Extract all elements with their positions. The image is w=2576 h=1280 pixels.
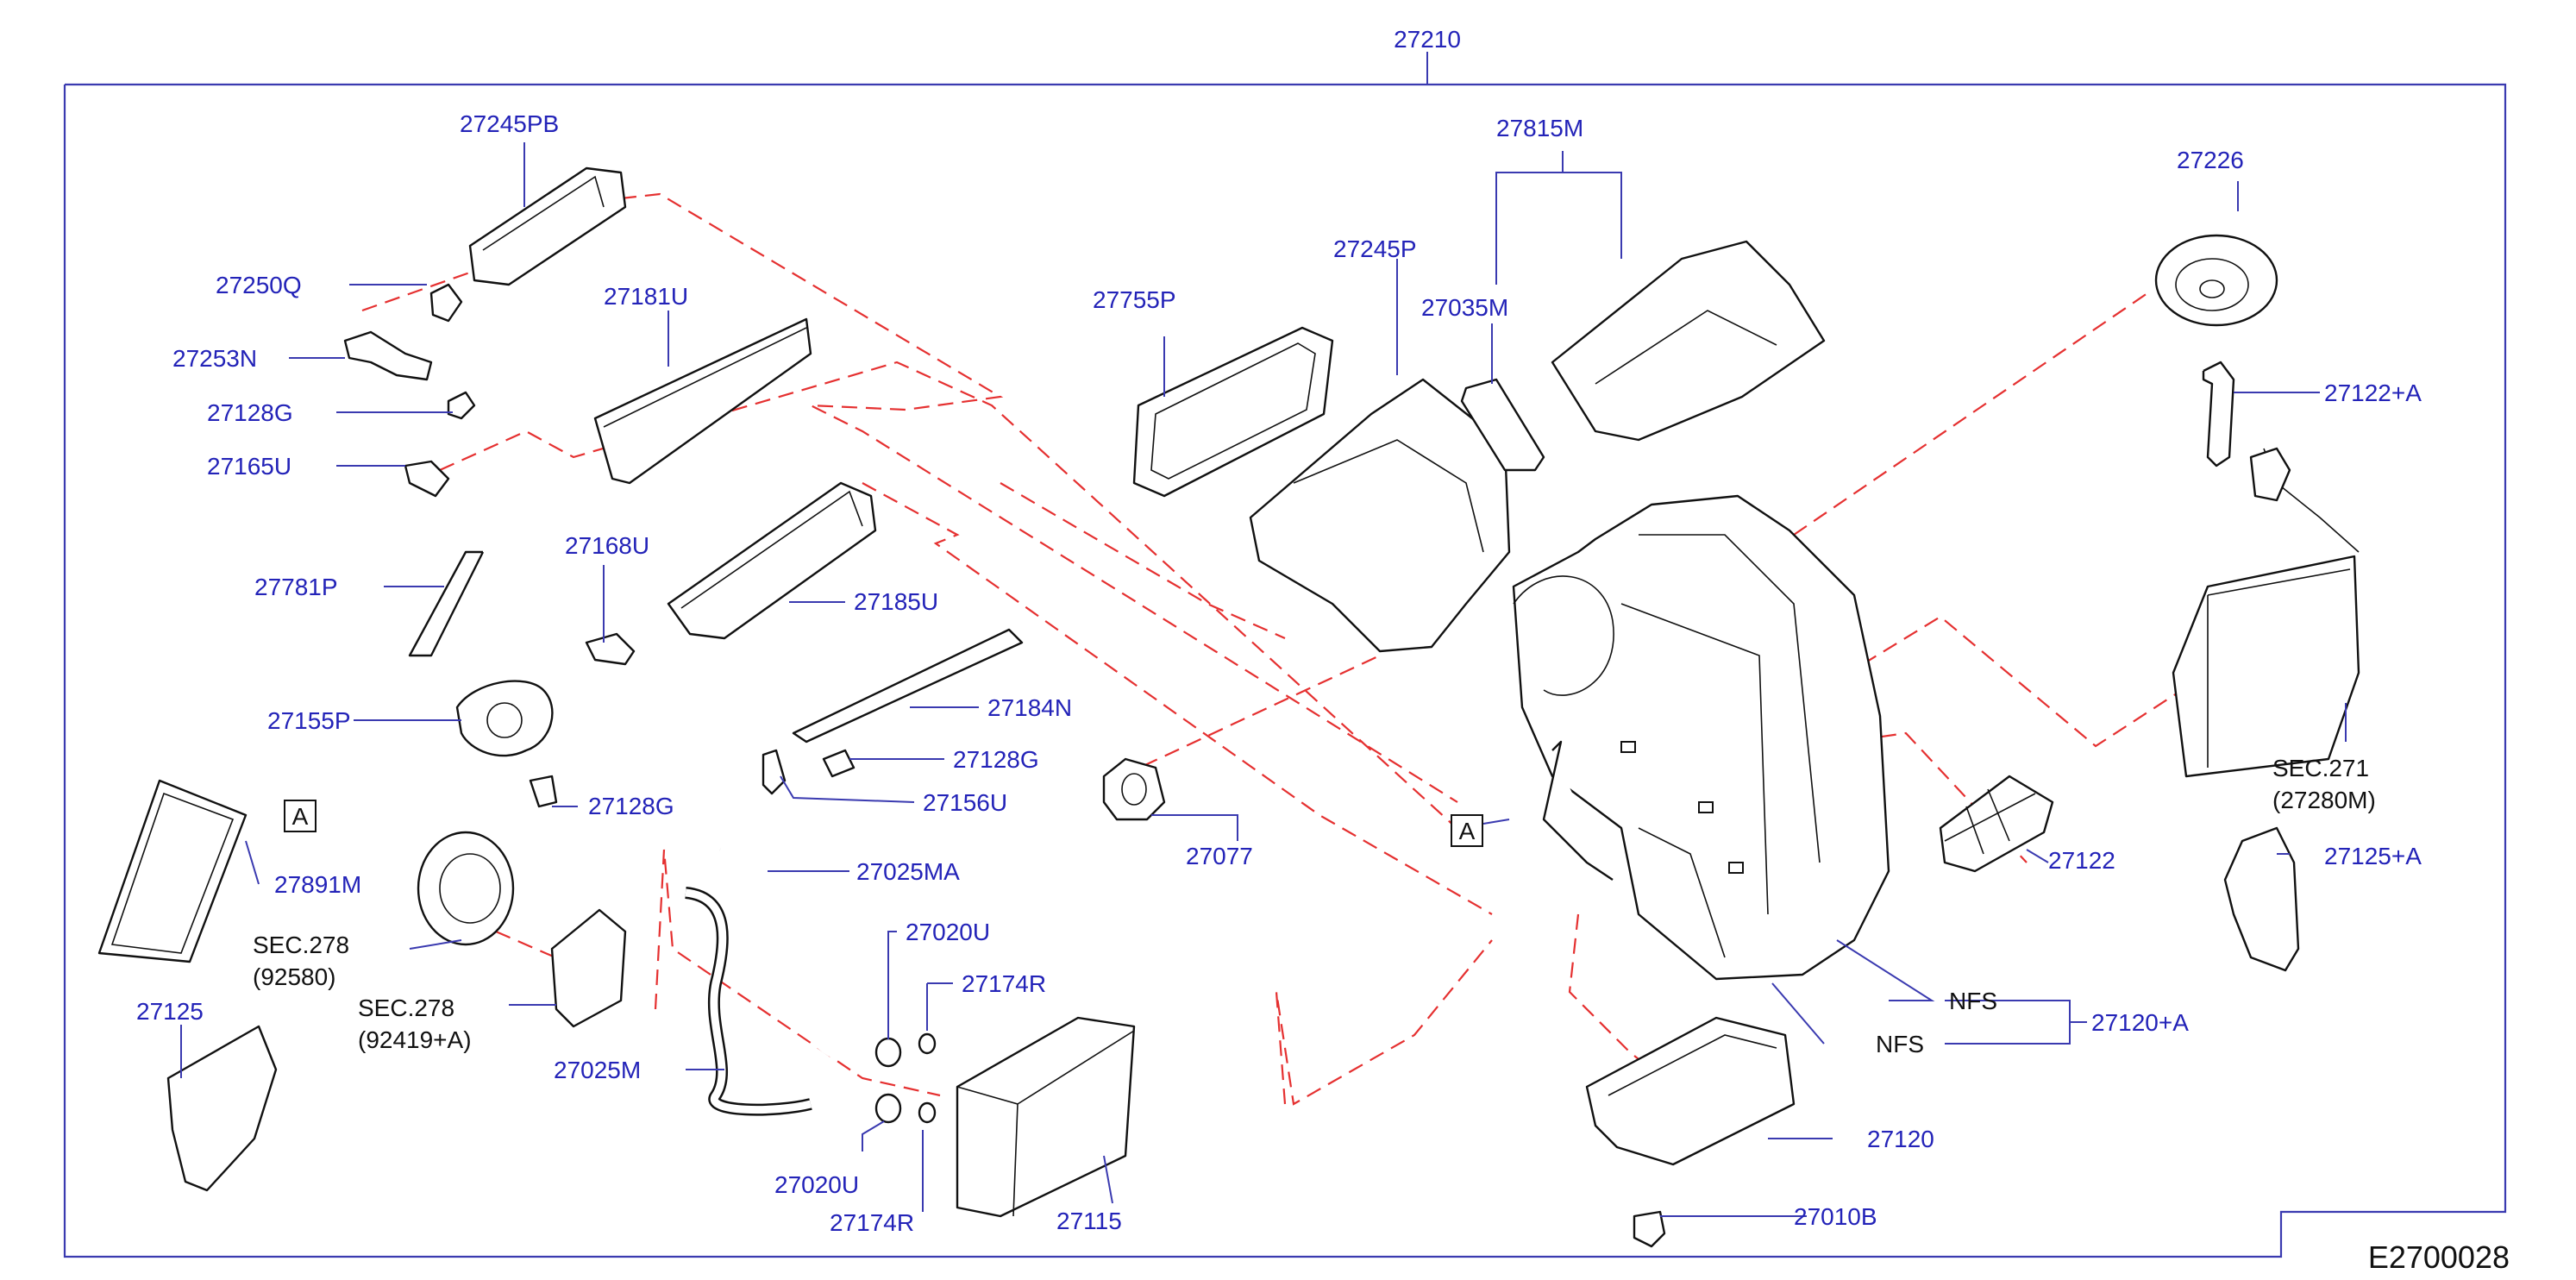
cover-27125a-shape: [2223, 826, 2300, 972]
lower-case-27120-shape: [1585, 1016, 1796, 1166]
hose-27025ma-shape: [719, 845, 863, 1065]
grommet-27077-shape: [1102, 757, 1166, 821]
blade-27184n-shape: [792, 628, 1024, 744]
part-label-27184n: 27184N: [987, 694, 1072, 721]
section-ref-sec278-a-line2: (92580): [253, 963, 336, 990]
part-label-27155p: 27155P: [267, 707, 351, 734]
actuator-27155p-shape: [455, 680, 554, 757]
seal-27035m-shape: [1460, 378, 1545, 472]
part-label-27077: 27077: [1186, 843, 1253, 869]
filter-27891m-shape: [97, 779, 248, 963]
leader-lines: [180, 142, 2347, 1217]
ref-marker-a-left: A: [284, 800, 317, 832]
part-label-27115: 27115: [1056, 1208, 1122, 1234]
rod-27781p-shape: [408, 550, 485, 657]
ref-marker-a-right: A: [1451, 814, 1483, 847]
part-label-27165u: 27165U: [207, 453, 291, 480]
section-ref-sec278-b-line1: SEC.278: [358, 995, 454, 1021]
part-label-27125a: 27125+A: [2324, 843, 2422, 869]
filter-holder-27181u-shape: [593, 317, 812, 485]
section-ref-sec278-a-line1: SEC.278: [253, 932, 349, 958]
gasket-27755p-shape: [1132, 326, 1334, 498]
part-label-27020u-b: 27020U: [774, 1171, 859, 1198]
duct-27185u-shape: [667, 481, 877, 640]
part-label-27245p: 27245P: [1333, 235, 1417, 262]
part-label-27891m: 27891M: [274, 871, 361, 898]
clip-27250q-shape: [429, 283, 463, 323]
resistor-sec278-shape: [550, 908, 627, 1028]
harness-shape: [1542, 740, 1614, 881]
part-label-27122a: 27122+A: [2324, 380, 2422, 406]
motor-sec278-shape: [417, 831, 515, 946]
blower-27226-shape: [2154, 234, 2278, 327]
part-label-27226: 27226: [2177, 147, 2244, 173]
duct-27245pb-shape: [468, 166, 627, 286]
ref-marker-a-left-label: A: [292, 803, 309, 830]
diagram-id: E2700028: [2368, 1239, 2510, 1275]
part-label-27250q: 27250Q: [216, 272, 302, 298]
part-label-27025ma: 27025MA: [856, 858, 960, 885]
part-label-27120: 27120: [1867, 1126, 1934, 1152]
nfs-note-upper: NFS: [1949, 988, 1997, 1014]
section-ref-sec278-b-line2: (92419+A): [358, 1026, 472, 1053]
plate-27165u-shape: [404, 460, 450, 498]
part-label-27815m: 27815M: [1496, 115, 1583, 141]
duct-27815m-shape: [1551, 240, 1826, 442]
part-label-27156u: 27156U: [923, 789, 1007, 816]
evaporator-shape: [2172, 447, 2360, 778]
part-label-27122: 27122: [2048, 847, 2115, 874]
hvac-unit-main-shape: [1512, 494, 1890, 981]
assembly-number: 27210: [1394, 26, 1461, 53]
part-label-27010b: 27010B: [1794, 1203, 1877, 1230]
ref-marker-a-right-label: A: [1459, 818, 1476, 844]
part-label-27174r-b: 27174R: [830, 1209, 914, 1236]
part-label-27174r-a: 27174R: [962, 970, 1046, 997]
part-label-27128g-c: 27128G: [588, 793, 674, 819]
part-label-27168u: 27168U: [565, 532, 649, 559]
part-label-27128g-b: 27128G: [953, 746, 1039, 773]
part-label-27181u: 27181U: [604, 283, 688, 310]
part-label-27781p: 27781P: [254, 574, 338, 600]
assembly-path-lines: [361, 192, 2183, 1122]
hose-27025m-shape: [684, 887, 812, 1116]
part-label-27125: 27125: [136, 998, 204, 1025]
part-label-27185u: 27185U: [854, 588, 938, 615]
seal-27128g-shape-b: [822, 749, 856, 778]
intake-27245p-shape: [1249, 378, 1511, 653]
part-label-27245pb: 27245PB: [460, 110, 559, 137]
part-label-27025m: 27025M: [554, 1057, 641, 1083]
section-ref-sec271-line2: (27280M): [2272, 787, 2376, 813]
pipe-27122a-shape: [2202, 361, 2235, 467]
part-label-27035m: 27035M: [1421, 294, 1508, 321]
bracket-27253n-shape: [343, 330, 433, 381]
heater-core-27115-shape: [956, 1016, 1136, 1218]
link-27156u-shape: [762, 749, 787, 795]
part-label-27120a: 27120+A: [2091, 1009, 2189, 1036]
part-label-27253n: 27253N: [172, 345, 257, 372]
seal-27128g-shape-c: [529, 775, 558, 808]
part-label-27755p: 27755P: [1093, 286, 1176, 313]
cover-27125-shape: [166, 1025, 278, 1192]
filter-27122-shape: [1939, 775, 2054, 873]
seal-27128g-shape-a: [447, 391, 476, 420]
assembly-frame: [63, 52, 2507, 1258]
plate-27168u-shape: [585, 632, 636, 666]
section-ref-sec271-line1: SEC.271: [2272, 755, 2369, 781]
clamps-27020u-shape: [874, 1032, 937, 1124]
screw-27010b-shape: [1633, 1210, 1666, 1248]
part-label-27128g-a: 27128G: [207, 399, 293, 426]
nfs-note-lower: NFS: [1876, 1031, 1924, 1057]
part-label-27020u-a: 27020U: [906, 919, 990, 945]
